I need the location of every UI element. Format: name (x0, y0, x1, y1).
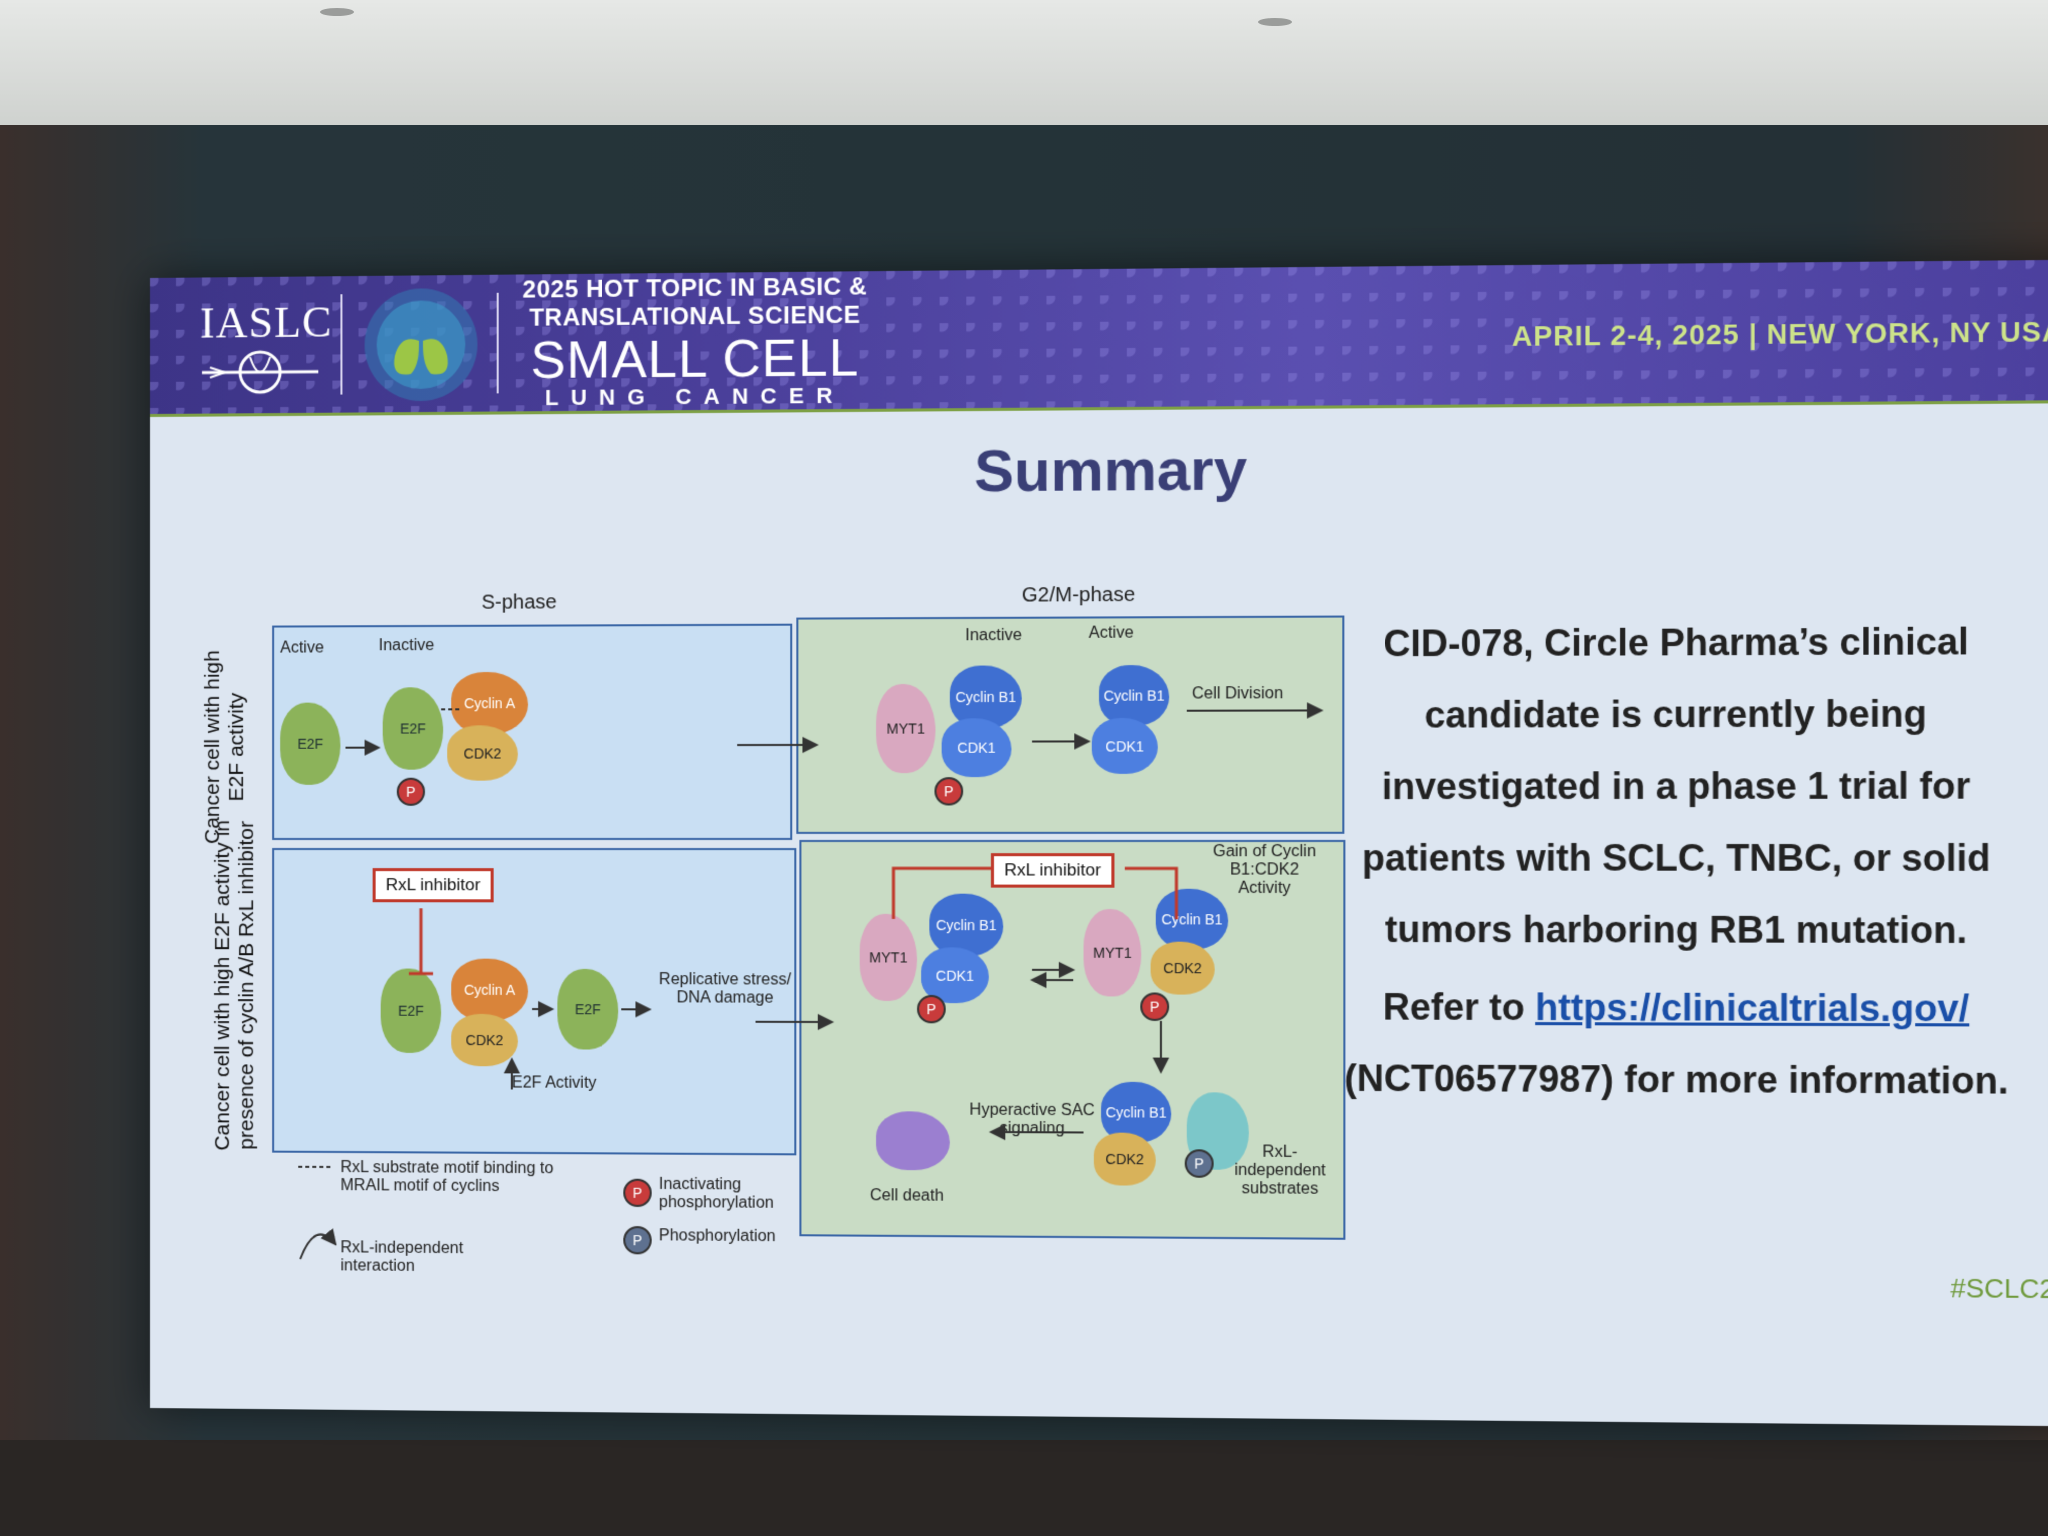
projected-slide: IASLC 2025 HOT TOPIC IN BASIC & TRANSLAT… (150, 259, 2048, 1426)
clinicaltrials-link[interactable]: https://clinicaltrials.gov/ (1535, 986, 1969, 1029)
trial-info: CID-078, Circle Pharma’s clinical candid… (1330, 606, 2024, 1118)
refer-line: Refer to https://clinicaltrials.gov/ (1330, 971, 2024, 1045)
refer-prefix: Refer to (1383, 986, 1525, 1028)
ceiling-light (1258, 18, 1292, 26)
floor-area (0, 1440, 2048, 1536)
ceiling-light (320, 8, 354, 16)
trial-description: CID-078, Circle Pharma’s clinical candid… (1330, 606, 2024, 967)
ceiling (0, 0, 2048, 125)
refer-suffix: (NCT06577987) for more information. (1330, 1043, 2024, 1117)
hashtag: #SCLC25 (1950, 1273, 2048, 1306)
